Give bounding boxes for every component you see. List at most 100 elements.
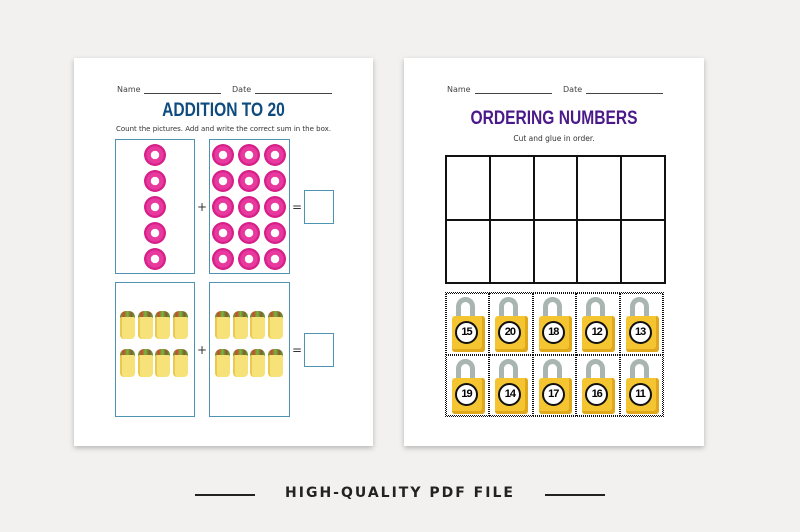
donut-icon	[212, 222, 234, 244]
plus-sign: +	[197, 200, 208, 214]
lock-number: 13	[628, 321, 652, 344]
name-line	[144, 93, 221, 94]
instruction: Count the pictures. Add and write the co…	[115, 125, 332, 133]
lock-card[interactable]: 16	[576, 354, 620, 416]
donut-icon	[238, 248, 260, 270]
donut-icon	[144, 222, 166, 244]
glue-cell	[489, 156, 534, 220]
lock-card[interactable]: 14	[489, 354, 533, 416]
footer-caption: HIGH-QUALITY PDF FILE	[285, 485, 515, 501]
lock-card[interactable]: 17	[532, 354, 577, 416]
addition-worksheet: Name Date ADDITION TO 20 Count the pictu…	[74, 58, 373, 446]
problem1-right-box	[209, 139, 290, 274]
glue-cell	[446, 156, 490, 220]
donut-icon	[212, 248, 234, 270]
lock-cutouts: 15 20 18 12 13 19 14 17 16 11	[445, 292, 664, 417]
donut-icon	[238, 196, 260, 218]
burrito-icon	[155, 349, 170, 377]
burrito-icon	[137, 349, 153, 377]
donut-icon	[264, 170, 286, 192]
date-label: Date	[563, 85, 583, 94]
lock-card[interactable]: 20	[489, 293, 533, 355]
lock-shackle-icon	[629, 297, 649, 319]
burrito-icon	[232, 349, 248, 377]
lock-shackle-icon	[499, 358, 519, 381]
divider-line	[545, 494, 605, 496]
lock-number: 12	[585, 321, 609, 344]
donut-icon	[144, 248, 166, 270]
problem2-right-box	[209, 282, 290, 417]
name-label: Name	[447, 85, 471, 94]
instruction: Cut and glue in order.	[513, 134, 595, 143]
lock-shackle-icon	[499, 297, 519, 319]
burrito-icon	[172, 311, 188, 339]
glue-cell	[533, 156, 578, 220]
lock-card[interactable]: 15	[446, 293, 490, 355]
problem2-left-box	[115, 282, 195, 417]
problem1-left-box	[115, 139, 195, 274]
lock-number: 11	[628, 382, 652, 406]
burrito-icon	[215, 349, 230, 377]
donut-icon	[144, 196, 166, 218]
answer-box-1[interactable]	[304, 190, 334, 224]
burrito-icon	[232, 311, 248, 339]
donut-icon	[144, 144, 166, 166]
burrito-icon	[137, 311, 153, 339]
lock-card[interactable]: 13	[619, 293, 663, 355]
burrito-icon	[250, 311, 265, 339]
lock-number: 15	[455, 321, 478, 344]
donut-icon	[238, 144, 260, 166]
glue-cell	[621, 156, 665, 220]
lock-shackle-icon	[542, 358, 562, 381]
glue-cell	[577, 156, 622, 220]
lock-number: 16	[585, 382, 609, 406]
donut-icon	[264, 222, 286, 244]
lock-card[interactable]: 11	[619, 354, 663, 416]
answer-grid	[445, 155, 666, 284]
page-title: ADDITION TO 20	[162, 100, 285, 121]
plus-sign: +	[197, 343, 208, 357]
lock-card[interactable]: 12	[576, 293, 620, 355]
donut-icon	[238, 170, 260, 192]
donut-icon	[264, 248, 286, 270]
donut-icon	[264, 144, 286, 166]
burrito-icon	[172, 349, 188, 377]
lock-number: 19	[455, 382, 478, 406]
donut-icon	[264, 196, 286, 218]
burrito-icon	[215, 311, 230, 339]
burrito-icon	[120, 311, 135, 339]
burrito-icon	[267, 311, 283, 339]
glue-cell	[489, 219, 534, 283]
ordering-worksheet: Name Date ORDERING NUMBERS Cut and glue …	[404, 58, 704, 446]
burrito-icon	[250, 349, 265, 377]
lock-shackle-icon	[586, 358, 606, 381]
donut-icon	[212, 170, 234, 192]
date-line	[255, 93, 332, 94]
lock-card[interactable]: 19	[446, 354, 490, 416]
name-label: Name	[117, 85, 141, 94]
lock-shackle-icon	[629, 358, 649, 381]
date-label: Date	[232, 85, 252, 94]
lock-shackle-icon	[456, 297, 475, 319]
burrito-icon	[267, 349, 283, 377]
donut-icon	[212, 144, 234, 166]
donut-icon	[212, 196, 234, 218]
page-title: ORDERING NUMBERS	[470, 108, 638, 129]
lock-number: 20	[498, 321, 522, 344]
date-line	[586, 93, 663, 94]
donut-icon	[238, 222, 260, 244]
burrito-icon	[120, 349, 135, 377]
glue-cell	[533, 219, 578, 283]
burrito-icon	[155, 311, 170, 339]
glue-cell	[621, 219, 665, 283]
glue-cell	[446, 219, 490, 283]
lock-shackle-icon	[542, 297, 562, 319]
donut-icon	[144, 170, 166, 192]
lock-shackle-icon	[586, 297, 606, 319]
lock-number: 17	[541, 382, 565, 406]
lock-shackle-icon	[456, 358, 475, 381]
glue-cell	[577, 219, 622, 283]
lock-number: 18	[541, 321, 565, 344]
lock-card[interactable]: 18	[532, 293, 577, 355]
answer-box-2[interactable]	[304, 333, 334, 367]
